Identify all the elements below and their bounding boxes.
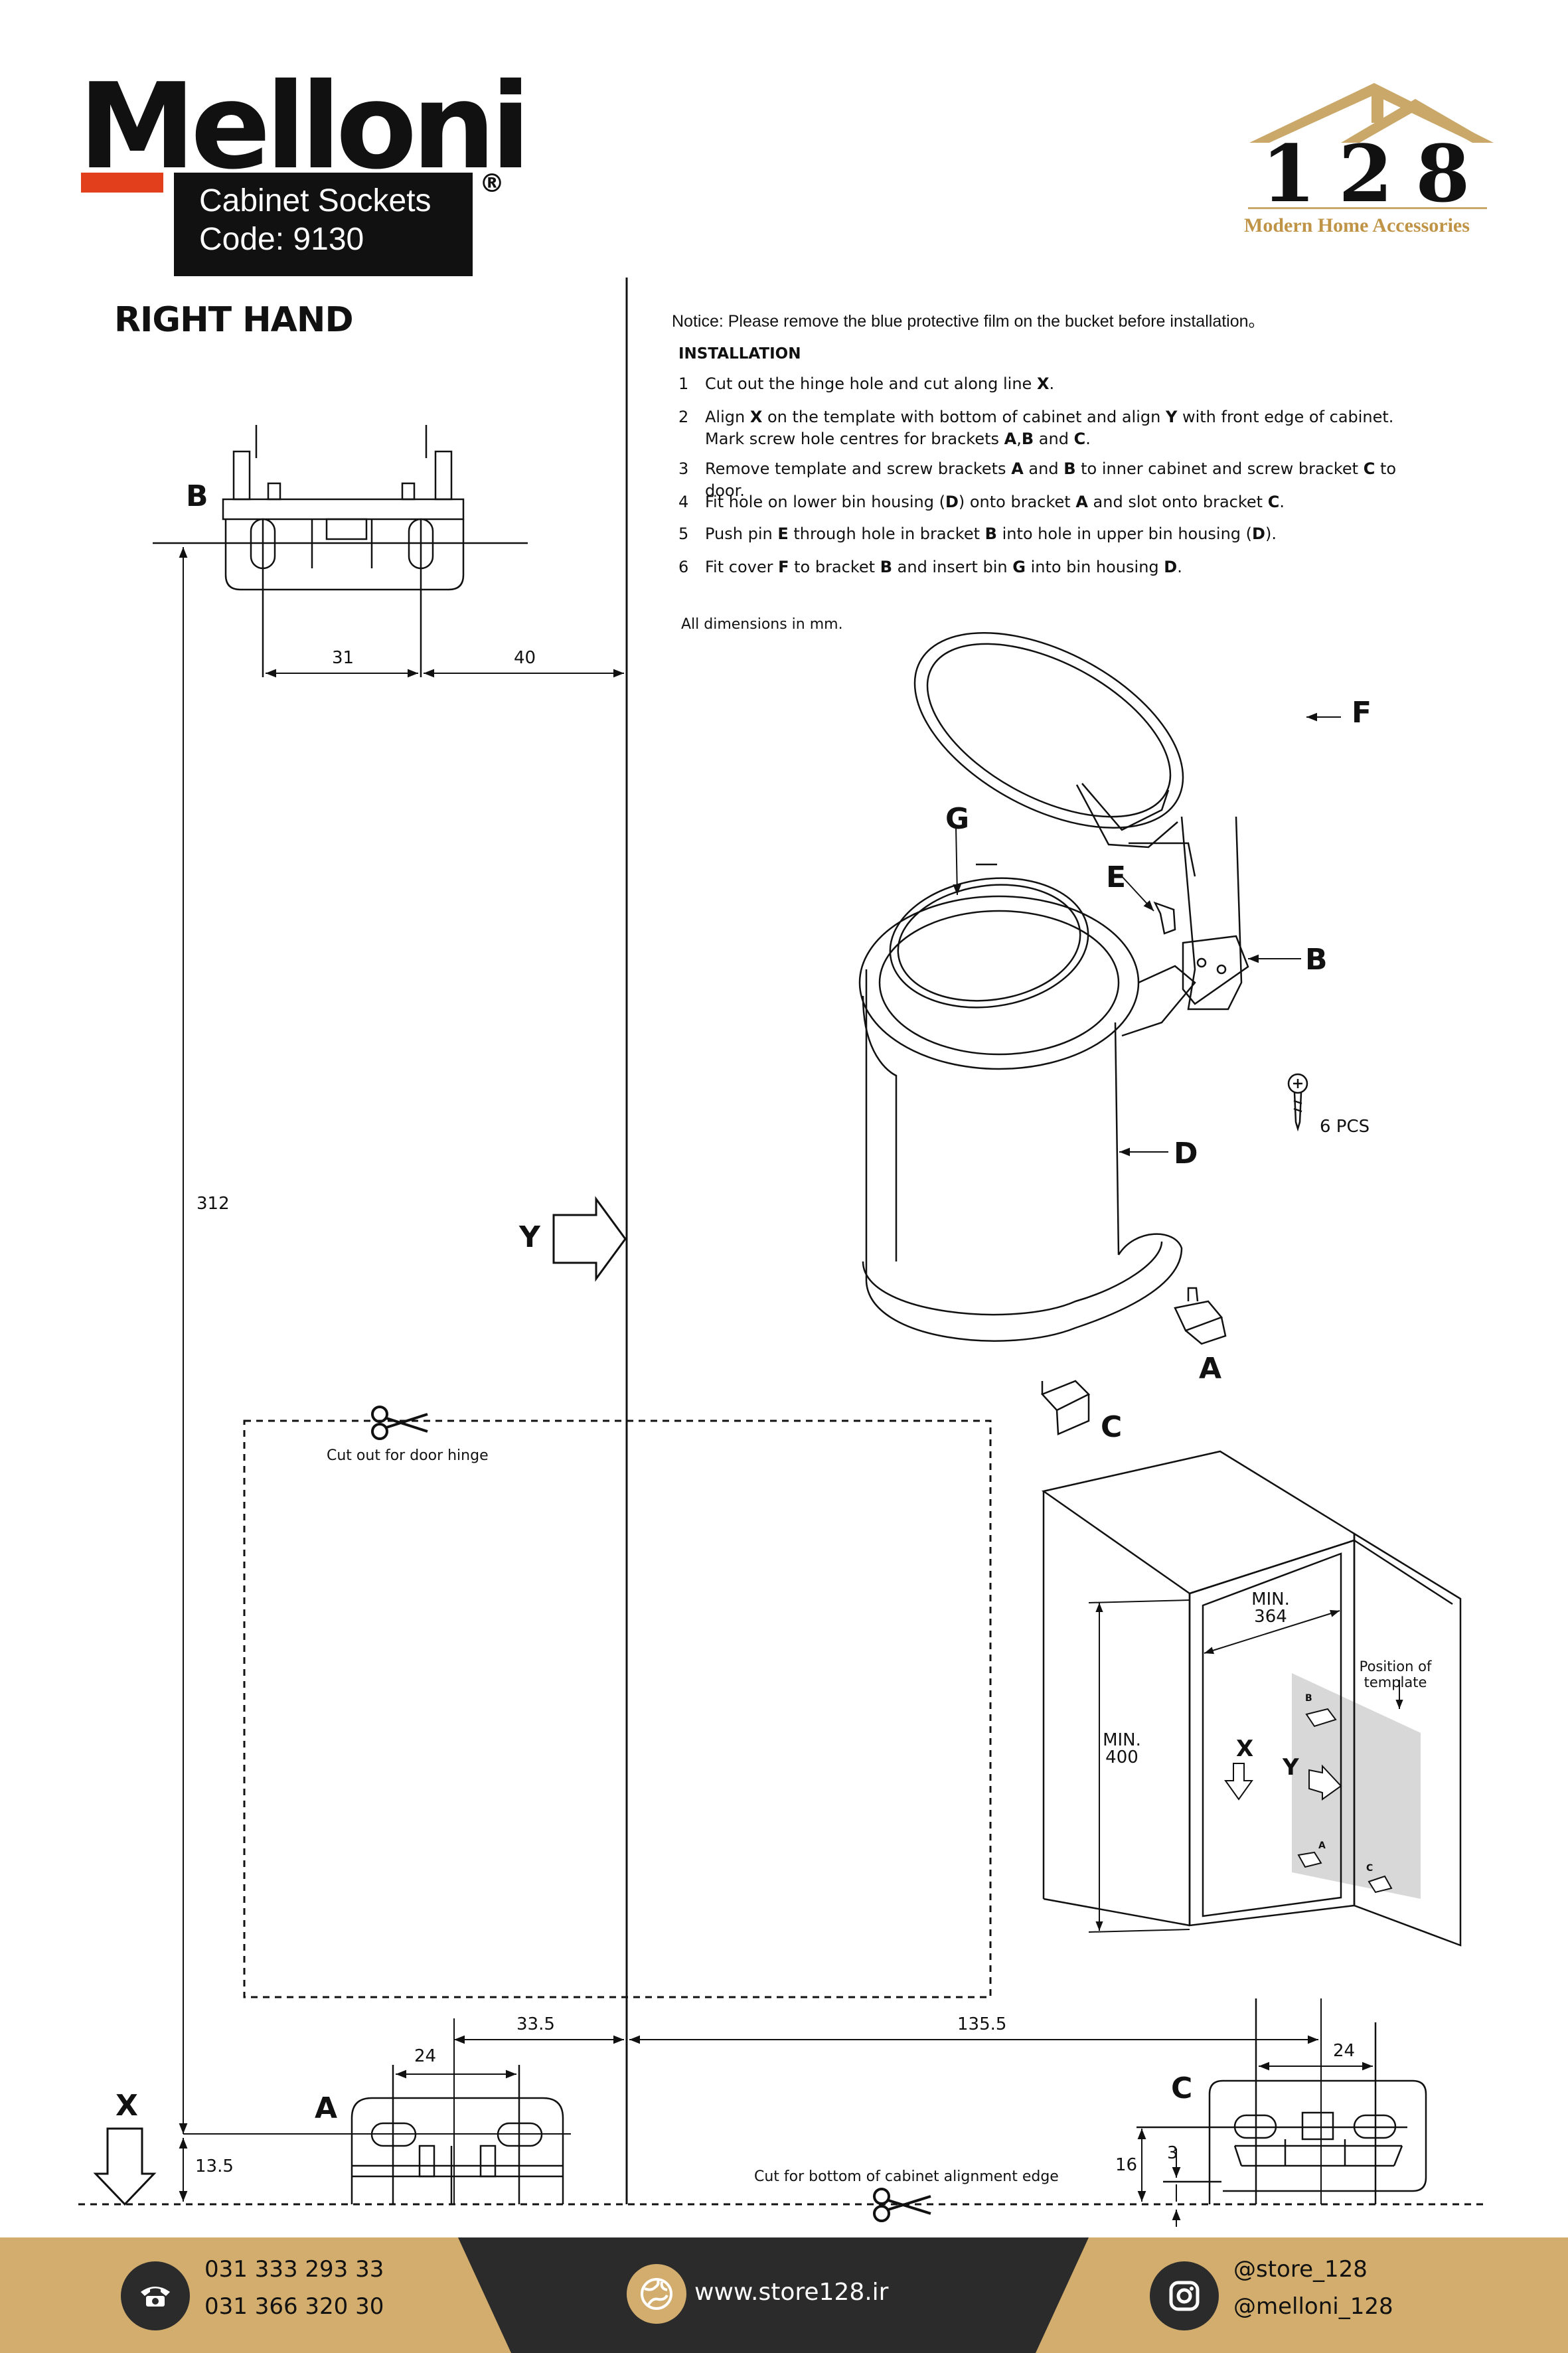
dim-31: 31 — [332, 648, 354, 668]
instagram-icon — [1150, 2261, 1219, 2330]
dim-135-5: 135.5 — [957, 2014, 1007, 2034]
step-number: 4 — [678, 493, 689, 511]
label-a: A — [1199, 1352, 1222, 1386]
template-bracket-a-label: A — [315, 2091, 338, 2125]
bracket-b-outline — [153, 425, 528, 677]
step-number: 1 — [678, 374, 689, 393]
step-text: Fit hole on lower bin housing (D) onto b… — [705, 493, 1285, 511]
x-arrow-icon — [93, 2127, 157, 2206]
cab-template-l2: template — [1364, 1674, 1427, 1690]
scissors-icon-top — [371, 1406, 428, 1440]
cab-min-height-l1: MIN. — [1103, 1730, 1141, 1750]
cab-min-width-l1: MIN. — [1251, 1589, 1290, 1609]
cab-y-label: Y — [1283, 1754, 1299, 1781]
dim-40: 40 — [514, 648, 536, 668]
template-drawing — [78, 278, 1487, 2227]
step-text: Fit cover F to bracket B and insert bin … — [705, 558, 1182, 576]
label-e: E — [1106, 860, 1127, 894]
dim-13-5: 13.5 — [195, 2156, 234, 2176]
page-title: RIGHT HAND — [114, 300, 354, 340]
social-handle-2[interactable]: @melloni_128 — [1233, 2293, 1393, 2320]
y-arrow-icon — [552, 1196, 627, 1282]
step-text: Cut out the hinge hole and cut along lin… — [705, 374, 1055, 393]
label-d: D — [1174, 1137, 1198, 1171]
dim-312: 312 — [196, 1194, 230, 1214]
cabinet-diagram — [1041, 1450, 1462, 1947]
store-logo-rule — [1248, 207, 1487, 209]
step-text: Push pin E through hole in bracket B int… — [705, 525, 1277, 543]
template-x-label: X — [116, 2089, 138, 2123]
product-box: Cabinet Sockets Code: 9130 — [174, 173, 473, 276]
cab-template-l1: Position of — [1359, 1659, 1432, 1674]
bracket-c-outline — [1137, 1998, 1427, 2204]
registered-mark: ® — [479, 169, 505, 198]
notice-text: Notice: Please remove the blue protectiv… — [672, 312, 1265, 331]
globe-icon — [627, 2264, 686, 2324]
installation-steps: 1 Cut out the hinge hole and cut along li… — [678, 373, 1541, 586]
brand-accent-bar — [81, 173, 163, 193]
hinge-cutout-rect — [243, 1420, 992, 1998]
cab-min-height: MIN. 400 — [1095, 1732, 1148, 1766]
dim-24-c: 24 — [1333, 2041, 1356, 2061]
cab-c-label: C — [1366, 1863, 1373, 1874]
cab-template-position: Position of template — [1349, 1659, 1442, 1690]
phone-icon — [121, 2261, 190, 2330]
dim-24-a: 24 — [414, 2046, 437, 2066]
tagline-text: Modern Home Accessories — [1244, 214, 1470, 236]
store-logo-tagline: Modern Home Accessories — [1244, 214, 1470, 237]
scissors-icon-bottom — [873, 2188, 931, 2222]
brand-name: Melloni — [78, 58, 531, 195]
cab-a-label: A — [1318, 1840, 1326, 1851]
step-number: 2 — [678, 408, 689, 426]
footer-background — [0, 2237, 1568, 2353]
step-text: Align X on the template with bottom of c… — [705, 408, 1394, 448]
phone-number-2[interactable]: 031 366 320 30 — [204, 2293, 384, 2320]
cab-min-width: MIN. 364 — [1244, 1591, 1297, 1625]
house-roof-icon — [1249, 83, 1494, 143]
installation-heading: INSTALLATION — [678, 345, 801, 363]
cab-min-width-l2: 364 — [1254, 1607, 1287, 1627]
screws-count: 6 PCS — [1320, 1117, 1370, 1137]
store-logo-number: 128 — [1261, 127, 1493, 220]
product-line-1: Cabinet Sockets — [199, 183, 431, 218]
dim-16: 16 — [1115, 2155, 1138, 2175]
label-b: B — [1305, 943, 1328, 977]
units-note: All dimensions in mm. — [681, 616, 843, 633]
cab-x-label: X — [1236, 1736, 1254, 1762]
dim-3: 3 — [1167, 2143, 1178, 2163]
website-link[interactable]: www.store128.ir — [694, 2279, 889, 2306]
dim-33-5: 33.5 — [516, 2014, 555, 2034]
label-g: G — [945, 802, 970, 836]
template-y-label: Y — [519, 1220, 540, 1254]
footer: 031 333 293 33 031 366 320 30 www.store1… — [0, 2237, 1568, 2353]
phone-number-1[interactable]: 031 333 293 33 — [204, 2256, 384, 2283]
cutout-label: Cut out for door hinge — [327, 1447, 489, 1464]
cab-b-label: B — [1305, 1693, 1312, 1704]
step-number: 5 — [678, 525, 689, 543]
template-bracket-b-label: B — [186, 479, 208, 513]
product-line-2: Code: 9130 — [199, 222, 364, 257]
step-number: 3 — [678, 459, 689, 478]
label-f: F — [1352, 696, 1372, 730]
step-text: Remove template and screw brackets A and… — [705, 459, 1397, 500]
social-handle-1[interactable]: @store_128 — [1233, 2256, 1368, 2283]
step-number: 6 — [678, 558, 689, 576]
label-c: C — [1101, 1410, 1123, 1444]
template-bracket-c-label: C — [1171, 2071, 1193, 2105]
exploded-view-drawing — [858, 632, 1341, 1435]
cab-min-height-l2: 400 — [1105, 1747, 1138, 1767]
cut-bottom-label: Cut for bottom of cabinet alignment edge — [754, 2168, 1059, 2185]
